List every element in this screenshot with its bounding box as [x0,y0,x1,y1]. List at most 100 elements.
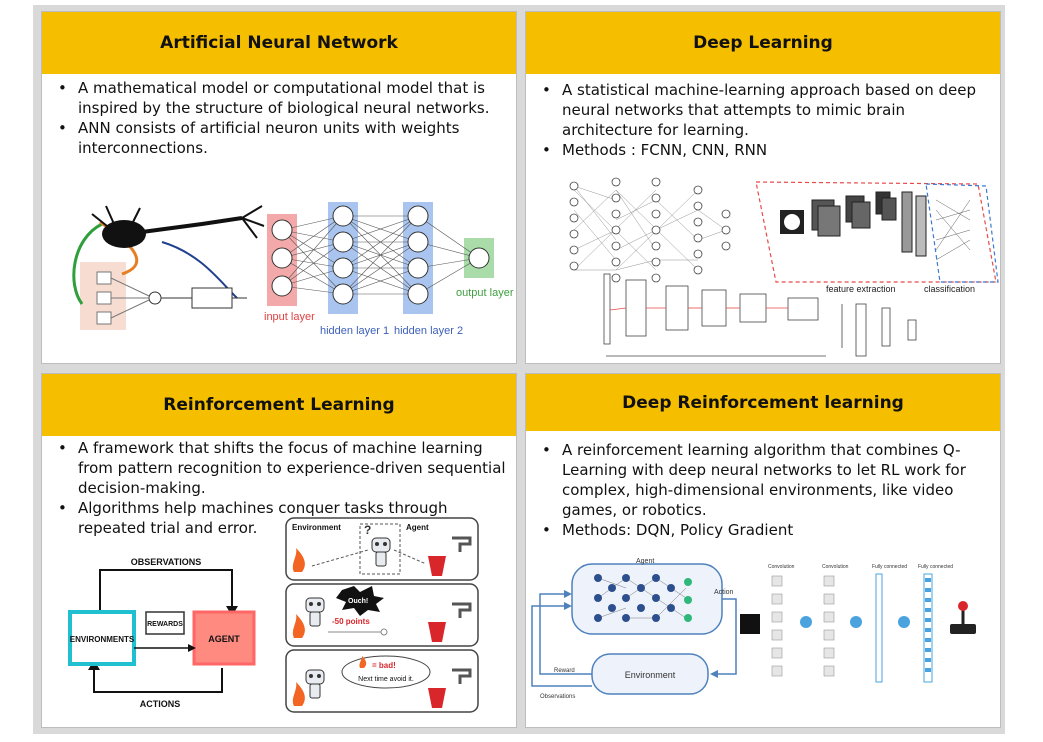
actions-arrow [93,666,223,693]
action-arrow [716,598,737,675]
bad-label: = bad! [372,661,396,670]
drl-loop-diagram: Agent Action Environment [531,558,737,700]
drl-bullets: A reinforcement learning algorithm that … [540,440,990,540]
output-layer-label: output layer [456,287,514,299]
ann-panel: Artificial Neural Network A mathematical… [41,11,517,364]
fire-icon [292,682,305,706]
dl-diagram: feature extraction classification [569,177,999,357]
feature-extraction-frame [755,181,997,283]
robot-icon [305,669,325,699]
fc-columns [875,573,933,683]
cnn-featuremap-2 [817,205,841,237]
environments-label: ENVIRONMENTS [70,635,135,644]
dl-bullets: A statistical machine-learning approach … [540,80,990,160]
classification-label: classification [924,284,975,294]
tap-icon [452,536,472,552]
drl-agent-label: Agent [636,558,654,565]
scenario-environment-label: Environment [292,523,341,532]
ann-header: Artificial Neural Network [42,12,516,74]
dl-panel: Deep Learning A statistical machine-lear… [525,11,1001,364]
weight-box-1 [96,271,112,285]
rl-bullets: A framework that shifts the focus of mac… [56,438,506,538]
rl-panel: Reinforcement Learning A framework that … [41,373,517,728]
axon [141,216,243,234]
weight-box-2 [96,291,112,305]
question-marks: ? [364,523,371,537]
rewards-box [145,611,185,635]
input-layer-label: input layer [264,311,315,323]
agent-dashed-box [359,523,401,575]
drl-observations-label: Observations [540,694,575,700]
hidden-layer-2-label: hidden layer 2 [394,325,463,337]
rl-title: Reinforcement Learning [163,395,395,415]
drl-header: Deep Reinforcement learning [526,374,1000,431]
observations-arrow [99,569,233,612]
fc-output-cells [925,578,931,672]
observations-arrow [531,605,592,687]
activation-box [191,287,233,309]
ouch-burst [336,586,384,616]
dl-header: Deep Learning [526,12,1000,74]
summation-node [148,291,162,305]
agent-label: AGENT [208,634,240,644]
drl-bullet-1: A reinforcement learning algorithm that … [540,440,990,520]
fcnn-illustration [569,177,731,283]
ann-network: input layer hidden layer 1 hidden layer … [264,202,514,337]
rl-diagram: ENVIRONMENTS AGENT REWARDS OBSERVATIONS … [68,517,479,713]
points-label: -50 points [332,617,370,626]
agent-box [192,610,256,666]
next-time-label: Next time avoid it. [358,676,414,683]
cnn-architecture-illustration [603,273,917,357]
hidden-layer-1-label: hidden layer 1 [320,325,389,337]
fire-icon [292,548,305,572]
rl-bullet-2: Algorithms help machines conquer tasks t… [56,498,473,538]
tap-icon [452,668,472,684]
drl-action-label: Action [714,589,734,596]
drl-diagram: Agent Action Environment [531,558,976,700]
drl-panel: Deep Reinforcement learning A reinforcem… [525,373,1001,728]
cell-body [102,220,146,248]
cnn-illustration: feature extraction classification [755,181,999,294]
ann-bullets: A mathematical model or computational mo… [56,78,506,158]
connections [281,215,480,295]
rl-loop-diagram: ENVIRONMENTS AGENT REWARDS OBSERVATIONS … [68,557,256,709]
bucket-icon [428,622,446,642]
rl-header: Reinforcement Learning [42,374,516,436]
axon-terminals [241,205,265,239]
game-frame-icon [740,614,760,634]
fcnn-nodes [569,177,731,283]
dendrite-green [72,222,103,305]
drl-environment-label: Environment [625,670,676,680]
ann-title: Artificial Neural Network [160,33,398,53]
robot-icon [305,597,325,627]
convolution-label: Convolution [768,564,795,570]
fully-connected-label: Fully connected [918,564,953,570]
drl-network-nodes [594,574,675,622]
convolution-label: Convolution [822,564,849,570]
environments-box [68,610,136,666]
biological-neuron-illustration [72,205,265,330]
drl-output-nodes [684,578,692,622]
fire-icon [359,656,367,668]
bucket-icon [428,688,446,708]
bucket-icon [428,556,446,576]
reward-arrow [539,593,592,675]
joystick-icon [950,601,976,634]
weight-box-3 [96,311,112,325]
actions-label: ACTIONS [140,699,181,709]
fire-icon [292,614,305,638]
classification-frame [925,183,999,283]
cnn-featuremap-6 [881,197,897,221]
cnn-featuremap-7 [901,191,913,253]
drl-reward-label: Reward [554,668,575,674]
feature-extraction-label: feature extraction [826,284,896,294]
dl-title: Deep Learning [693,33,833,53]
cnn-featuremap-4 [851,201,871,229]
dl-bullet-2: Methods : FCNN, CNN, RNN [540,140,990,160]
dendrites [91,205,141,231]
robot-icon [371,537,391,567]
ouch-label: Ouch! [348,598,368,605]
observations-label: OBSERVATIONS [131,557,202,567]
dl-bullet-1: A statistical machine-learning approach … [540,80,990,140]
dqn-architecture-illustration: Convolution Convolution Fully connected … [740,564,976,683]
